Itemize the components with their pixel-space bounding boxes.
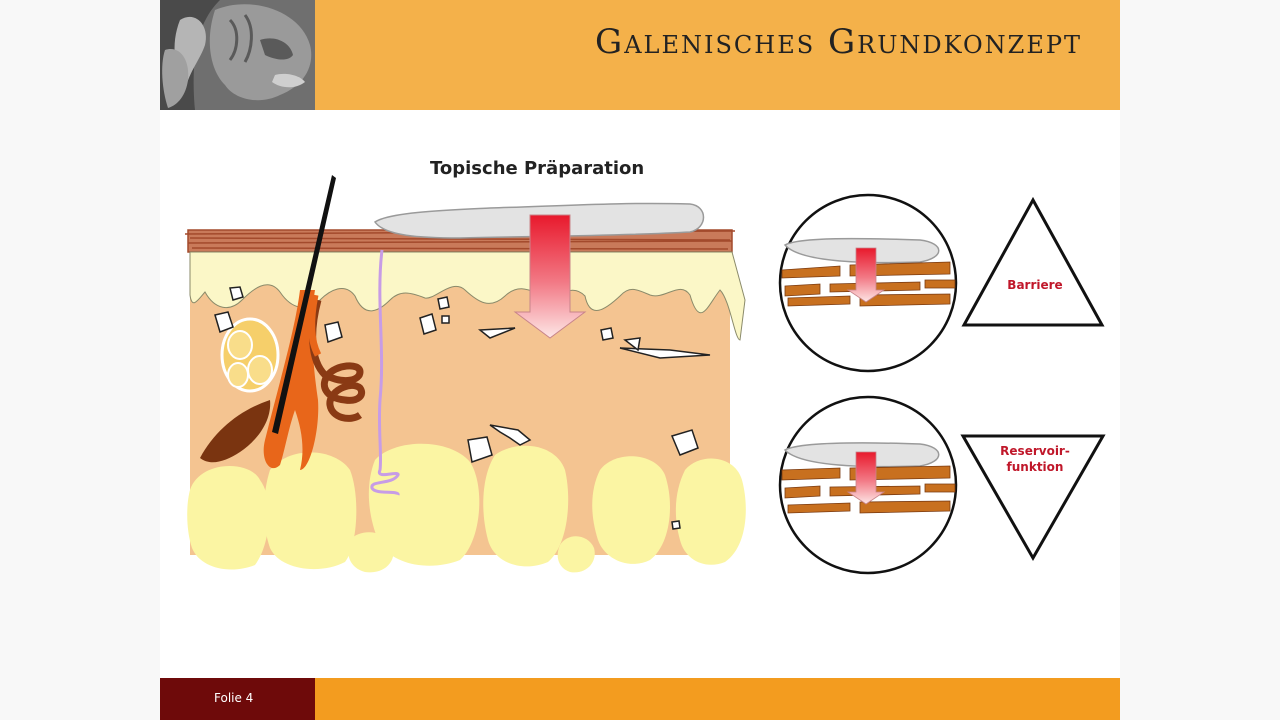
footer-slide-number-box: Folie 4 <box>160 678 315 720</box>
hair-root <box>200 400 271 463</box>
reservoir-label-line2: funktion <box>1006 460 1064 474</box>
slide-title: Galenisches Grundkonzept <box>595 22 1082 62</box>
hair-shaft <box>272 175 336 434</box>
barrier-circle-icon <box>778 193 958 373</box>
sweat-gland-duct <box>309 299 366 422</box>
penetration-arrow <box>513 214 587 339</box>
dermal-cells <box>214 286 711 530</box>
reservoir-circle-icon <box>778 395 958 575</box>
sebaceous-gland <box>220 317 280 393</box>
diagram-title: Topische Präparation <box>430 158 645 179</box>
reservoir-triangle <box>960 434 1106 562</box>
lion-logo <box>160 0 315 110</box>
sweat-gland-orange <box>308 294 322 357</box>
skin-diagram <box>184 175 1106 575</box>
header-bar: Galenisches Grundkonzept <box>315 0 1120 110</box>
nerve-fiber <box>370 249 400 497</box>
footer-bar <box>315 678 1120 720</box>
barrier-label: Barriere <box>1007 278 1063 292</box>
reservoir-label-line1: Reservoir- <box>1000 444 1070 458</box>
epidermis-layer <box>189 251 746 341</box>
slide-number: Folie 4 <box>214 691 254 705</box>
reservoir-label: Reservoir- funktion <box>995 443 1075 475</box>
slide: Galenisches Grundkonzept Topische Präpar… <box>160 0 1120 720</box>
barrier-triangle <box>961 196 1105 327</box>
